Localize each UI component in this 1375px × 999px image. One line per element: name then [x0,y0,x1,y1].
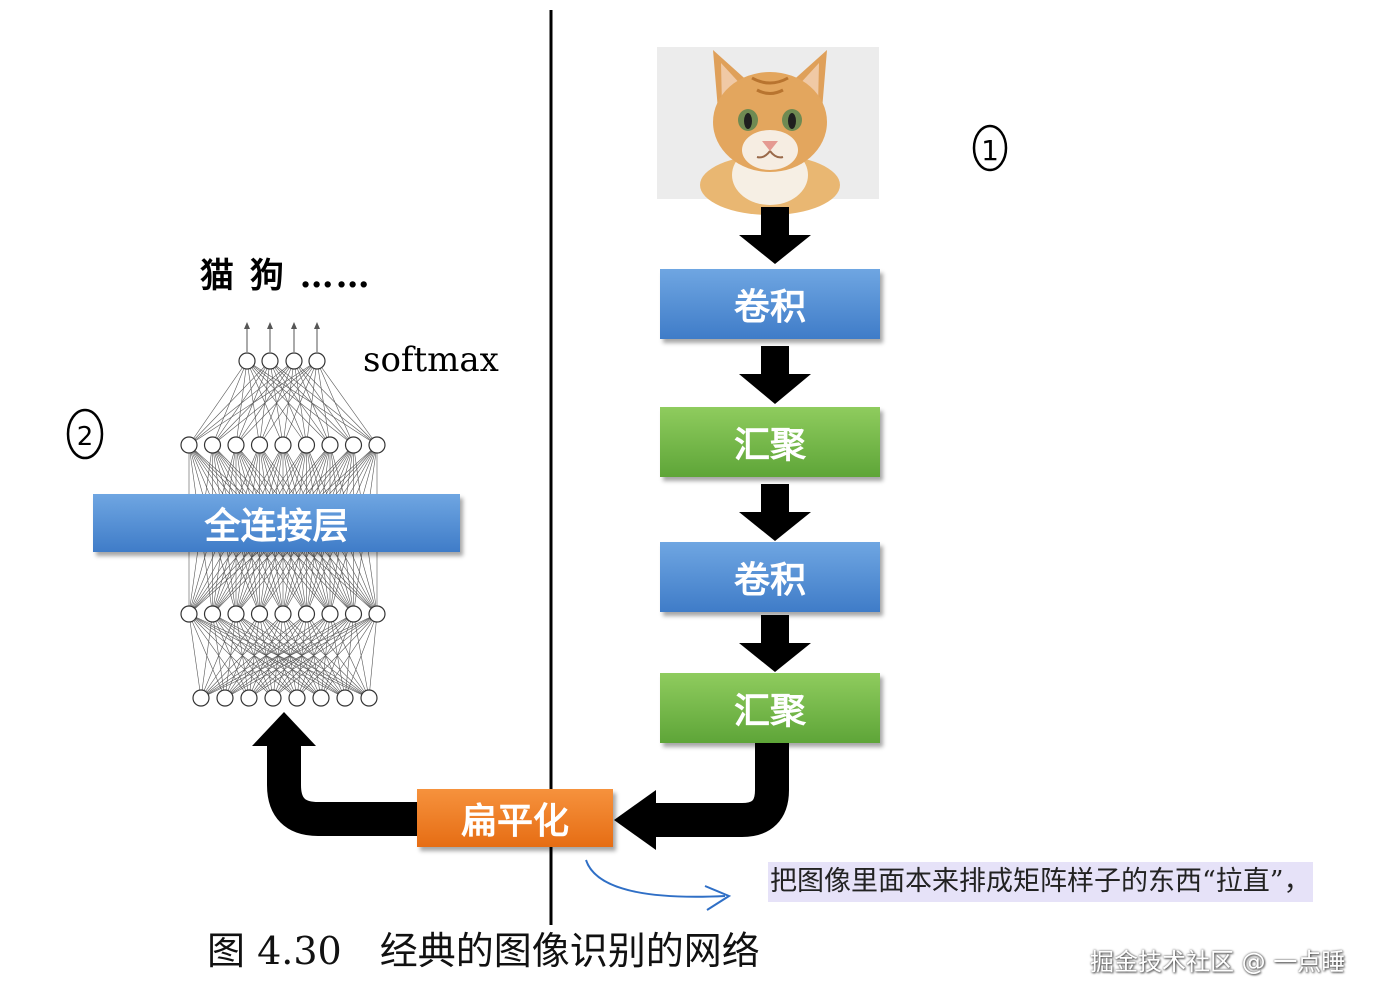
circled-mark-2-text: 2 [77,422,94,452]
nn-neuron [312,689,330,707]
arrow-to-flatten [652,742,789,837]
nn-neuron [368,605,386,623]
nn-connection [200,613,260,699]
nn-neuron [297,436,316,454]
figure-caption: 图 4.30 经典的图像识别的网络 [207,929,760,973]
nn-connection [282,360,318,446]
nn-output-arrowhead [267,322,273,329]
nn-connection [188,613,202,699]
nn-connection [212,360,318,446]
nn-neuron [321,605,339,623]
nn-neuron [336,689,354,707]
arrow-down-2 [739,346,811,404]
circled-mark-2: 2 [66,408,104,460]
nn-connection [306,360,318,446]
nn-neuron [203,605,222,623]
nn-connection [188,360,248,446]
nn-neuron [227,605,245,623]
nn-output-arrowhead [291,322,297,329]
nn-neuron [288,689,306,707]
nn-connection [368,613,378,699]
arrow-to-network [267,742,417,836]
nn-connection [296,613,378,699]
nn-neuron [261,352,279,370]
nn-neuron [250,605,269,623]
nn-connection [188,360,271,446]
nn-neuron [192,689,210,707]
fully-connected-layer: 全连接层 [93,494,460,552]
arrow-down-4 [739,615,811,672]
watermark: 掘金技术社区 @ 一点睡 [1090,948,1346,976]
nn-neuron [240,689,258,707]
softmax-label: softmax [363,340,499,380]
circled-mark-1-text: 1 [981,134,999,167]
nn-connection [320,613,378,699]
nn-neuron [180,605,198,623]
nn-connection [200,613,378,699]
nn-connection [316,360,354,446]
nn-connection [344,613,378,699]
nn-neuron [274,436,292,454]
circled-mark-1: 1 [972,124,1008,172]
handwritten-arrow [585,859,726,898]
nn-neuron [368,436,386,454]
nn-neuron [216,689,234,707]
nn-neuron [308,352,326,370]
nn-neuron [321,436,339,454]
flatten-note: 把图像里面本来排成矩阵样子的东西“拉直”， [768,862,1313,902]
flatten-block: 扁平化 [417,789,613,847]
nn-neuron [203,436,222,454]
nn-neuron [227,436,245,454]
nn-connection [235,360,318,446]
nn-neuron [264,689,282,707]
nn-neuron [250,436,269,454]
nn-neuron [180,436,198,454]
arrow-to-flatten-head [614,790,656,850]
nn-connection [248,613,378,699]
nn-connection [188,360,295,446]
nn-output-arrowhead [244,322,250,329]
nn-connection [200,613,331,699]
nn-neuron [360,689,378,707]
nn-neuron [238,352,256,370]
nn-neuron [297,605,316,623]
nn-neuron [274,605,292,623]
nn-neuron [344,436,363,454]
nn-connection [259,360,318,446]
pool-block-1: 汇聚 [660,407,880,477]
nn-connection [200,613,213,699]
nn-connection [188,360,318,446]
output-labels: 猫 狗 …… [200,256,372,296]
nn-connection [200,613,237,699]
nn-connection [316,360,331,446]
arrow-down-1 [739,207,811,264]
cat-image [657,47,879,215]
arrow-to-network-head [252,712,316,746]
handwritten-arrow-head [704,885,732,911]
nn-connection [224,613,378,699]
nn-connection [316,360,378,446]
arrow-down-3 [739,484,811,541]
nn-connection [200,613,354,699]
nn-connection [272,613,378,699]
conv-block-2: 卷积 [660,542,880,612]
conv-block-1: 卷积 [660,269,880,339]
nn-neuron [344,605,363,623]
nn-connection [200,613,284,699]
nn-connection [200,613,307,699]
nn-output-arrowhead [314,322,320,329]
pool-block-2: 汇聚 [660,673,880,743]
nn-neuron [285,352,303,370]
